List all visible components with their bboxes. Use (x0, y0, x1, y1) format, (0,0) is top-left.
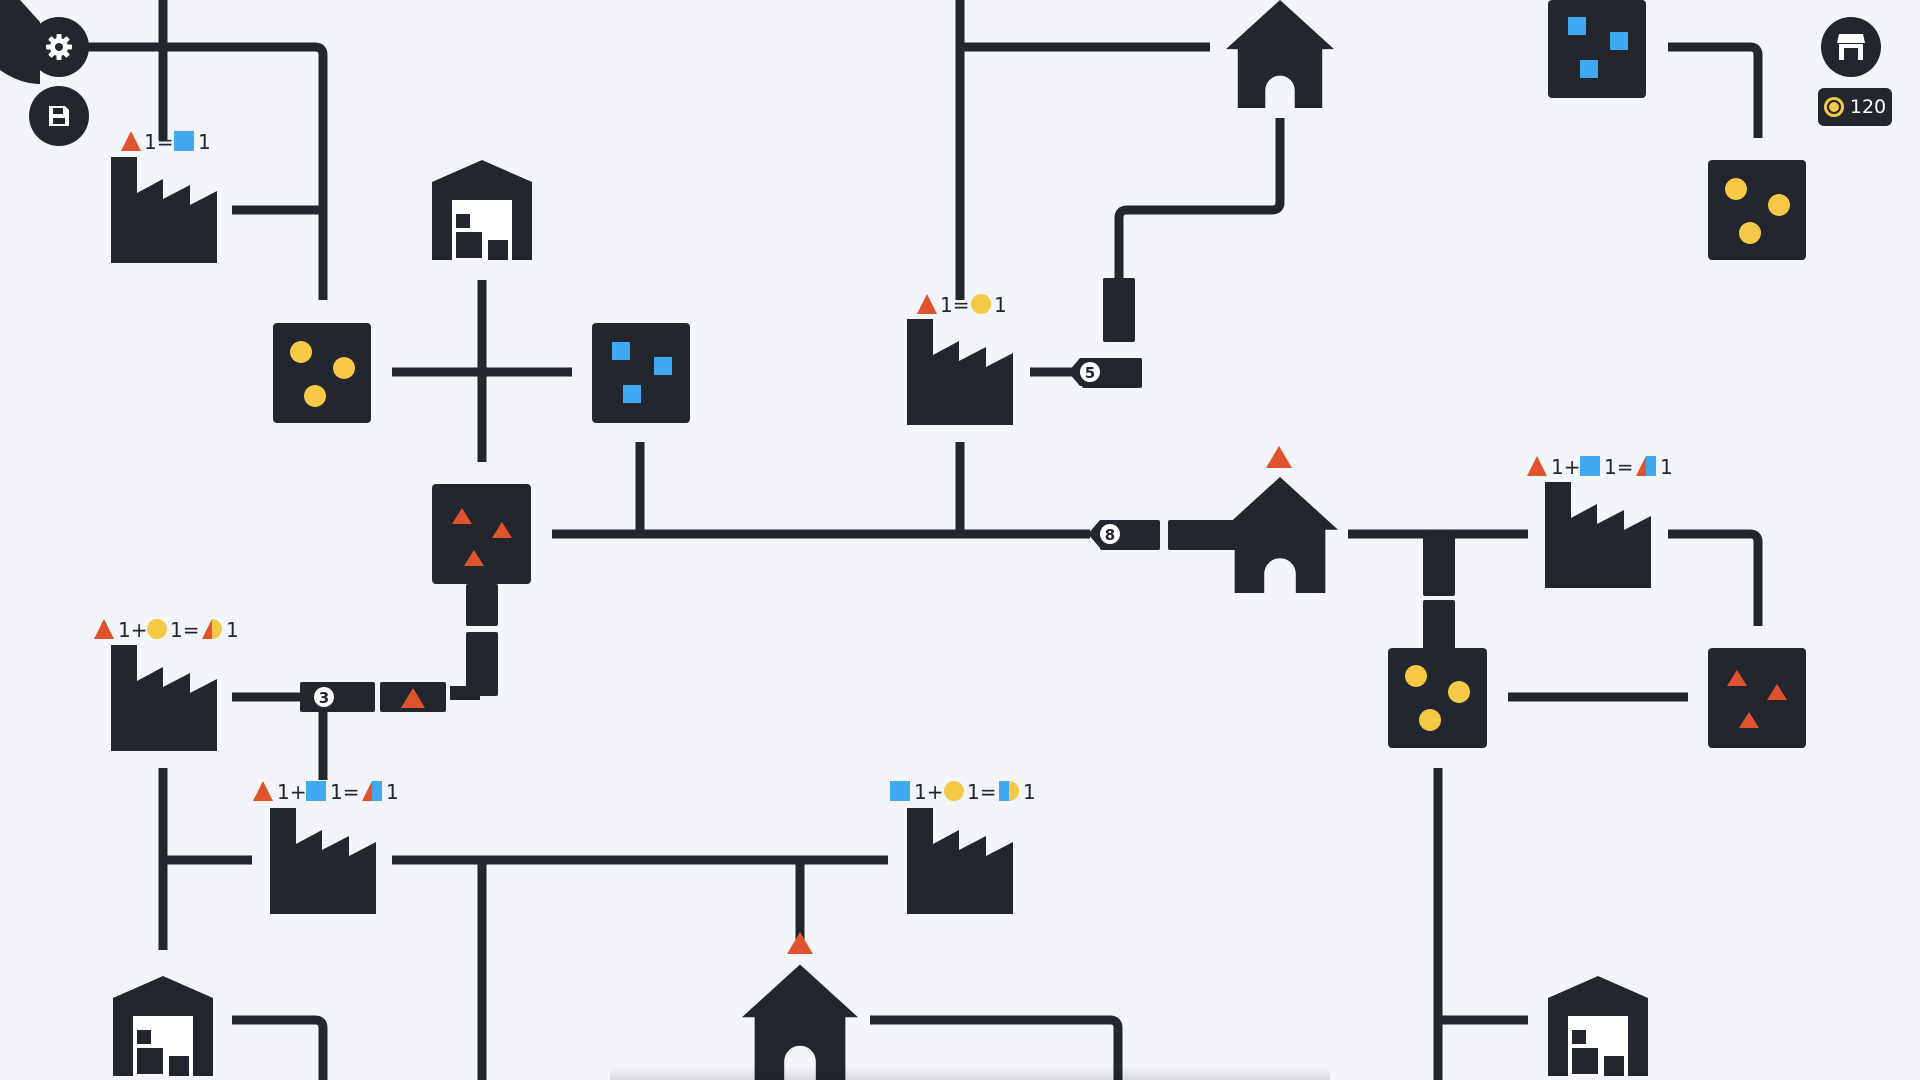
svg-text:3: 3 (319, 689, 329, 707)
triangle-item-on-belt (401, 688, 425, 708)
svg-text:8: 8 (1105, 526, 1115, 544)
thick-belt[interactable] (466, 584, 498, 626)
shop-icon (1837, 34, 1865, 60)
thick-belt[interactable] (1103, 278, 1135, 342)
factory[interactable] (907, 808, 1013, 914)
coin-amount: 120 (1849, 96, 1887, 118)
svg-text:1+: 1+ (914, 780, 943, 804)
recipe-r4: 1+ 1= 1 (94, 618, 239, 642)
svg-text:1=: 1= (330, 780, 359, 804)
svg-text:1=: 1= (170, 618, 199, 642)
svg-text:1: 1 (994, 293, 1007, 317)
factory[interactable] (907, 319, 1013, 425)
settings-button[interactable] (29, 17, 89, 77)
coin-counter: 120 (1818, 88, 1892, 126)
belt[interactable] (1668, 529, 1763, 626)
svg-text:1+: 1+ (118, 618, 147, 642)
triangle-source[interactable] (1708, 648, 1806, 748)
shop-button[interactable] (1821, 17, 1881, 77)
factory[interactable] (111, 157, 217, 263)
house[interactable] (1222, 477, 1338, 593)
thick-belt[interactable] (466, 632, 498, 696)
circle-source[interactable] (273, 323, 371, 423)
recipe-r6: 1+ 1= 1 (890, 780, 1036, 804)
svg-text:1=: 1= (144, 130, 173, 154)
factory[interactable] (111, 645, 217, 751)
house[interactable] (742, 964, 858, 1080)
warehouse[interactable] (432, 160, 532, 260)
belt[interactable] (1668, 42, 1763, 138)
svg-text:1+: 1+ (277, 780, 306, 804)
svg-text:1=: 1= (967, 780, 996, 804)
belt[interactable] (232, 1015, 328, 1080)
square-source[interactable] (592, 323, 690, 423)
factory[interactable] (1545, 482, 1651, 588)
svg-text:1=: 1= (940, 293, 969, 317)
thick-belt[interactable] (1423, 534, 1455, 596)
svg-text:1: 1 (386, 780, 399, 804)
svg-text:1: 1 (1023, 780, 1036, 804)
svg-text:1: 1 (226, 618, 239, 642)
house[interactable] (1226, 0, 1334, 108)
warehouse[interactable] (1548, 976, 1648, 1076)
house-demand-triangle (1266, 446, 1292, 468)
bottom-shadow-bar (610, 1066, 1330, 1080)
svg-text:1: 1 (1660, 455, 1673, 479)
belt[interactable] (85, 42, 328, 300)
circle-source[interactable] (1708, 160, 1806, 260)
svg-text:1: 1 (198, 130, 211, 154)
coin-icon (1823, 97, 1844, 117)
svg-text:1=: 1= (1604, 455, 1633, 479)
thick-belt[interactable] (450, 686, 480, 700)
square-source[interactable] (1548, 0, 1646, 98)
belt-network[interactable] (85, 0, 1763, 1080)
recipe-r5: 1+ 1= 1 (253, 780, 399, 804)
house-demand-triangle (787, 932, 813, 954)
thick-belt[interactable] (1168, 520, 1238, 550)
factory[interactable] (270, 808, 376, 914)
belt[interactable] (1114, 118, 1285, 300)
svg-text:5: 5 (1085, 364, 1095, 382)
save-button[interactable] (29, 86, 89, 146)
save-icon (49, 106, 69, 126)
belt-counter-a: 5 (1068, 358, 1110, 386)
belt-counter-b: 8 (1088, 520, 1130, 548)
thick-belt[interactable] (1423, 600, 1455, 652)
gear-icon (46, 34, 72, 60)
belt[interactable] (870, 1015, 1123, 1080)
recipe-r1: 1= 1 (121, 130, 211, 154)
corner-wedge (0, 0, 40, 84)
triangle-source[interactable] (432, 484, 531, 584)
belt-counter-c: 3 (302, 683, 344, 711)
recipe-r2: 1= 1 (917, 293, 1007, 317)
svg-text:1+: 1+ (1551, 455, 1580, 479)
recipe-r3: 1+ 1= 1 (1527, 455, 1673, 479)
warehouse[interactable] (113, 976, 213, 1076)
circle-source[interactable] (1388, 648, 1487, 748)
